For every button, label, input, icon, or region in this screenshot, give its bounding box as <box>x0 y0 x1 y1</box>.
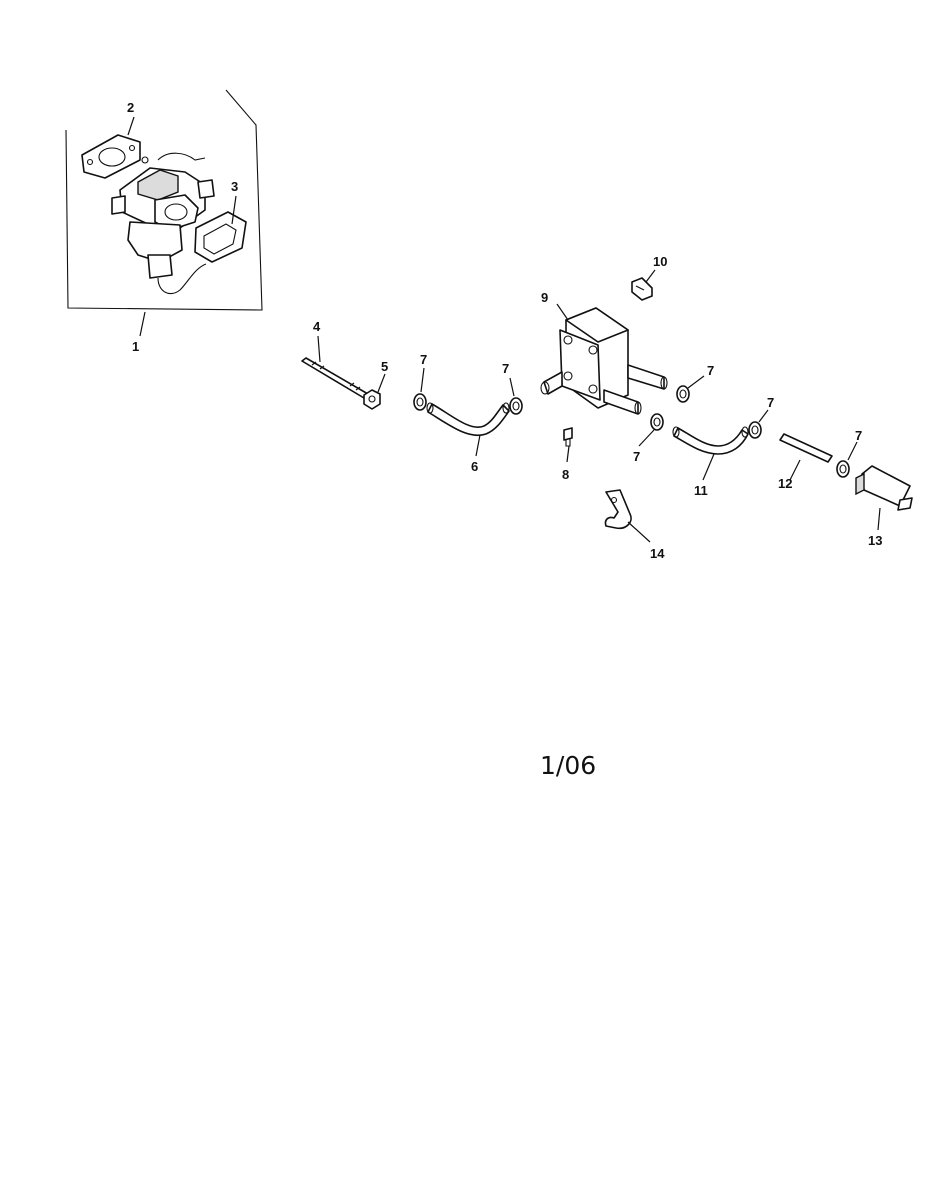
date-stamp: 1/06 <box>540 751 596 780</box>
clamp-7f-drawing <box>836 460 850 478</box>
callout-7e: 7 <box>767 395 774 410</box>
callout-7f: 7 <box>855 428 862 443</box>
clamp-7a-drawing <box>413 393 427 411</box>
callout-12: 12 <box>778 476 792 491</box>
callout-labels: 2 3 1 4 5 6 7 7 7 7 7 7 8 9 10 11 12 13 … <box>127 100 882 561</box>
callout-6: 6 <box>471 459 478 474</box>
clamp-7e-drawing <box>748 421 762 439</box>
clamp-7d-drawing <box>650 413 664 431</box>
callout-2: 2 <box>127 100 134 115</box>
hose-11-drawing <box>672 426 749 455</box>
carburetor-assembly-group <box>65 89 263 311</box>
fuel-pump-9-drawing <box>540 307 668 415</box>
leader-lines <box>127 116 881 543</box>
assembly-frame <box>65 89 263 311</box>
fuel-filter-13-drawing <box>855 465 913 511</box>
callout-7b: 7 <box>502 361 509 376</box>
gasket-3-drawing <box>194 211 247 263</box>
hose-6-drawing <box>426 402 510 437</box>
line-12-drawing <box>779 433 833 463</box>
callout-9: 9 <box>541 290 548 305</box>
clip-14-drawing <box>604 489 632 530</box>
callout-5: 5 <box>381 359 388 374</box>
callout-7d: 7 <box>633 449 640 464</box>
clamp-7c-drawing <box>676 385 690 403</box>
stud-4-drawing <box>301 357 369 399</box>
callout-13: 13 <box>868 533 882 548</box>
screw-8-drawing <box>563 427 573 447</box>
callout-10: 10 <box>653 254 667 269</box>
connector-10-drawing <box>631 277 653 301</box>
callout-4: 4 <box>313 319 321 334</box>
callout-7c: 7 <box>707 363 714 378</box>
callout-8: 8 <box>562 467 569 482</box>
callout-7a: 7 <box>420 352 427 367</box>
callout-1: 1 <box>132 339 139 354</box>
nut-5-drawing <box>363 389 381 410</box>
carburetor-drawing <box>111 152 215 295</box>
callout-3: 3 <box>231 179 238 194</box>
callout-11: 11 <box>694 483 708 498</box>
callout-14: 14 <box>650 546 665 561</box>
gasket-2-drawing <box>81 134 141 179</box>
clamp-7b-drawing <box>509 397 523 415</box>
